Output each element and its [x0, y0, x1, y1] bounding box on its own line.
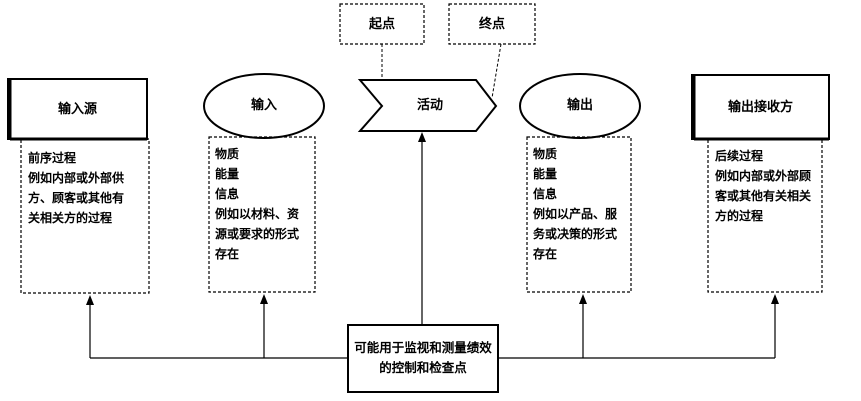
end-label: 终点 — [478, 17, 505, 32]
output-title: 输出 — [566, 98, 593, 113]
input-detail-box — [208, 136, 316, 293]
input-source-title: 输入源 — [57, 102, 97, 117]
detail-line: 方、顾客或其他有 — [28, 191, 125, 205]
input-title: 输入 — [250, 98, 277, 113]
detail-line: 源或要求的形式 — [215, 227, 300, 241]
output-details: 物质 能量 信息 例如以产品、服 务或决策的形式 存在 — [533, 144, 617, 264]
end-connector — [491, 43, 502, 99]
detail-line: 前序过程 — [28, 151, 77, 165]
detail-line: 后续过程 — [715, 149, 764, 163]
input-source-shape — [7, 78, 148, 140]
detail-line: 方的过程 — [715, 209, 764, 223]
detail-line: 信息 — [215, 187, 240, 201]
detail-line: 能量 — [215, 167, 240, 181]
input-details: 物质 能量 信息 例如以材料、资 源或要求的形式 存在 — [215, 144, 299, 264]
detail-line: 务或决策的形式 — [533, 227, 618, 241]
input-shape — [203, 73, 325, 139]
detail-line: 物质 — [215, 147, 240, 161]
detail-line: 例如内部或外部顾 — [715, 169, 812, 183]
detail-line: 关相关方的过程 — [28, 211, 113, 225]
start-label: 起点 — [368, 17, 395, 32]
detail-line: 存在 — [215, 247, 240, 261]
output-receiver-detail-box — [707, 138, 823, 293]
output-receiver-details: 后续过程 例如内部或外部顾 客或其他有关相关 方的过程 — [715, 146, 811, 226]
detail-line: 信息 — [533, 187, 558, 201]
end-box — [448, 3, 536, 45]
detail-line: 能量 — [533, 167, 558, 181]
detail-line: 客或其他有关相关 — [715, 189, 812, 203]
detail-line: 例如以材料、资 — [215, 207, 300, 221]
input-source-details: 前序过程 例如内部或外部供 方、顾客或其他有 关相关方的过程 — [28, 148, 124, 228]
control-point-text: 可能用于监视和测量绩效 的控制和检查点 — [348, 338, 498, 378]
activity-title: 活动 — [416, 98, 443, 113]
control-line: 的控制和检查点 — [379, 360, 467, 375]
output-shape — [519, 73, 641, 139]
output-receiver-shape — [691, 74, 830, 140]
control-point-box — [347, 324, 499, 393]
detail-line: 例如内部或外部供 — [28, 171, 125, 185]
detail-line: 例如以产品、服 — [533, 207, 618, 221]
output-receiver-title: 输出接收方 — [727, 100, 793, 115]
detail-line: 存在 — [533, 247, 558, 261]
control-line: 可能用于监视和测量绩效 — [354, 340, 492, 355]
output-detail-box — [526, 136, 632, 293]
activity-shape — [357, 79, 498, 132]
detail-line: 物质 — [533, 147, 558, 161]
input-source-detail-box — [20, 138, 150, 294]
